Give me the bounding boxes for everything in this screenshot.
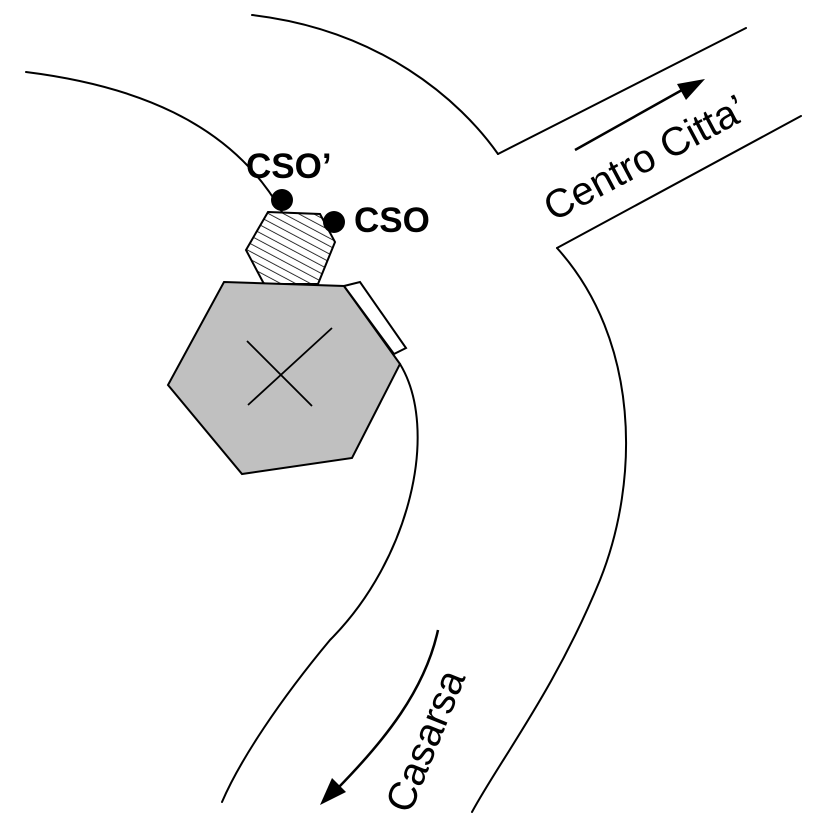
cross-mark-line-2 xyxy=(247,327,333,406)
cross-mark-line-1 xyxy=(246,340,313,407)
road-edge-outer-top xyxy=(251,14,499,155)
centro-citta-arrow-shaft xyxy=(574,88,683,152)
road-edge-left-lower xyxy=(221,363,419,803)
casarsa-arrow-shaft xyxy=(337,629,440,789)
road-edge-upper-left xyxy=(25,71,283,213)
side-road-lower-edge xyxy=(556,115,802,249)
side-road-upper-edge xyxy=(497,27,747,155)
casarsa-arrow-head xyxy=(320,778,346,805)
road-edge-outer-right xyxy=(471,247,628,813)
hatched-structure xyxy=(244,210,337,285)
cso-prime-label: CSO’ xyxy=(246,147,332,186)
cso-prime-marker xyxy=(271,189,293,211)
cso-label: CSO xyxy=(354,201,430,240)
casarsa-label: Casarsa xyxy=(378,663,475,818)
cso-marker xyxy=(323,211,345,233)
centro-citta-arrow-head xyxy=(677,79,705,100)
annex-rectangle xyxy=(342,280,408,356)
